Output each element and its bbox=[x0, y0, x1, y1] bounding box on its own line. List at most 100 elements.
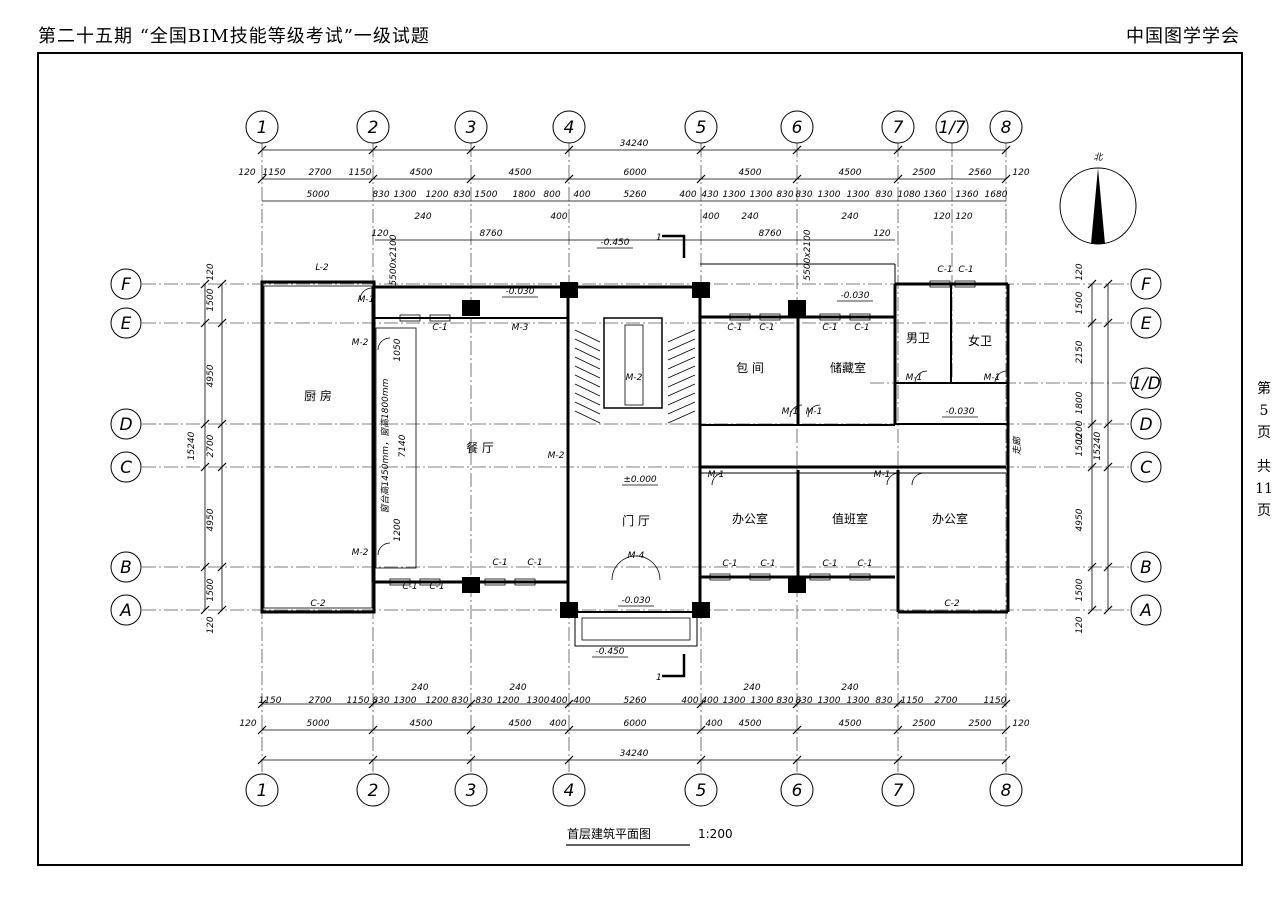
dimension-tick bbox=[1001, 755, 1011, 765]
page-label-di: 第 bbox=[1257, 381, 1271, 397]
column bbox=[560, 602, 578, 618]
right-dimension-total: 15240 bbox=[1093, 431, 1103, 460]
dimension-tick bbox=[200, 605, 210, 615]
left-dimension: 120 bbox=[206, 616, 216, 633]
left-dimension-total: 15240 bbox=[187, 431, 197, 460]
stair-tread bbox=[574, 383, 601, 397]
bottom-dimension: 400 bbox=[573, 696, 590, 706]
window-tag: C-1 bbox=[759, 323, 774, 333]
dimension-tick bbox=[792, 725, 802, 735]
door-tag-m1: M-1 bbox=[708, 470, 725, 480]
stair-tread bbox=[667, 329, 696, 343]
bottom-dimension: 1150 bbox=[901, 696, 924, 706]
window-tag: C-1 bbox=[492, 558, 507, 568]
dimension-tick bbox=[466, 699, 476, 709]
door-tag-m2: M-2 bbox=[352, 338, 369, 348]
dimension-tick bbox=[257, 145, 267, 155]
elevation-mark: -0.030 bbox=[505, 287, 534, 297]
beam-tag: L-2 bbox=[315, 263, 329, 273]
dimension-tick bbox=[466, 755, 476, 765]
dimension-tick bbox=[696, 725, 706, 735]
axis-label-top: 6 bbox=[792, 118, 803, 138]
dimension-tick bbox=[1103, 318, 1113, 328]
top-dimension: 4500 bbox=[839, 168, 862, 178]
dimension-tick bbox=[368, 145, 378, 155]
bottom-dimension: 120 bbox=[1012, 719, 1029, 729]
axis-label-bottom: 2 bbox=[368, 781, 379, 801]
bottom-dimension: 240 bbox=[411, 683, 428, 693]
top-dimension: 240 bbox=[841, 212, 858, 222]
wall-note: 5500x2100 bbox=[803, 229, 813, 280]
dimension-tick bbox=[893, 755, 903, 765]
wall-outline bbox=[484, 578, 506, 586]
axis-label-bottom: 5 bbox=[696, 781, 707, 801]
door-tag-m1: M-1 bbox=[874, 470, 891, 480]
axis-label-top: 8 bbox=[1001, 118, 1012, 138]
wall-outline bbox=[574, 611, 698, 647]
axis-bubble-bottom bbox=[989, 773, 1023, 807]
stair-tread bbox=[574, 401, 601, 415]
left-dimension: 1500 bbox=[206, 288, 216, 311]
door-tag-m2: M-2 bbox=[548, 451, 565, 461]
north-arrow-icon bbox=[1091, 168, 1105, 244]
room-label-office: 办公室 bbox=[732, 511, 768, 526]
top-dimension: 400 bbox=[550, 212, 567, 222]
column bbox=[692, 282, 710, 298]
top-dimension: 830 bbox=[453, 190, 470, 200]
column bbox=[462, 577, 480, 593]
top-dimension: 120 bbox=[873, 229, 890, 239]
room-label-duty_room: 值班室 bbox=[832, 511, 868, 526]
door-swing bbox=[914, 370, 928, 384]
axis-label-left: B bbox=[120, 558, 132, 578]
bottom-dimension: 400 bbox=[681, 696, 698, 706]
page-label-ye: 页 bbox=[1257, 425, 1271, 441]
dimension-tick bbox=[1001, 725, 1011, 735]
door-swing bbox=[711, 472, 725, 486]
left-dimension: 4950 bbox=[206, 364, 216, 387]
stair-tread bbox=[574, 410, 601, 424]
dimension-tick bbox=[792, 145, 802, 155]
dimension-tick bbox=[564, 174, 574, 184]
axis-bubble-left bbox=[110, 408, 142, 440]
axis-bubble-bottom bbox=[780, 773, 814, 807]
wall-outline bbox=[263, 285, 373, 609]
door-swing bbox=[359, 287, 373, 301]
door-swing bbox=[377, 337, 391, 351]
dimension-tick bbox=[564, 755, 574, 765]
bottom-dimension: 4500 bbox=[839, 719, 862, 729]
dimension-tick bbox=[200, 462, 210, 472]
dimension-tick bbox=[466, 145, 476, 155]
door-swing bbox=[789, 404, 803, 418]
axis-label-bottom: 6 bbox=[792, 781, 803, 801]
window-tag: C-1 bbox=[432, 323, 447, 333]
bottom-dimension: 4500 bbox=[509, 719, 532, 729]
dimension-tick bbox=[257, 174, 267, 184]
room-label-lobby: 门 厅 bbox=[622, 513, 650, 528]
top-dimension: 240 bbox=[741, 212, 758, 222]
door-tag-m1: M-1 bbox=[782, 407, 799, 417]
dining-note: 窗台高1450mm，窗高1800mm bbox=[380, 378, 391, 513]
axis-label-top: 3 bbox=[466, 118, 477, 138]
dimension-tick bbox=[466, 174, 476, 184]
bottom-dimension: 6000 bbox=[624, 719, 647, 729]
room-label-mens_wc: 男卫 bbox=[906, 331, 930, 345]
section-mark-top bbox=[662, 234, 686, 258]
axis-label-bottom: 3 bbox=[466, 781, 477, 801]
bottom-dimension: 1300 bbox=[394, 696, 417, 706]
bottom-dimension: 240 bbox=[743, 683, 760, 693]
walls bbox=[260, 263, 1010, 647]
stair-tread bbox=[574, 329, 601, 343]
bottom-dimension: 5000 bbox=[307, 719, 330, 729]
dimension-tick bbox=[217, 562, 227, 572]
axis-label-top: 1/7 bbox=[938, 118, 966, 138]
top-dimension: 2560 bbox=[969, 168, 992, 178]
sheet-header-organization: 中国图学学会 bbox=[1126, 26, 1240, 47]
page-label-ye-2: 页 bbox=[1257, 503, 1271, 519]
dining-dim: 7140 bbox=[398, 434, 408, 457]
room-label-dining: 餐 厅 bbox=[466, 440, 494, 455]
stair-tread bbox=[667, 365, 696, 379]
wall-outline bbox=[709, 573, 731, 581]
axis-grid-lines bbox=[142, 143, 1140, 772]
top-dimension: 1150 bbox=[263, 168, 286, 178]
axis-bubble-left bbox=[110, 551, 142, 583]
